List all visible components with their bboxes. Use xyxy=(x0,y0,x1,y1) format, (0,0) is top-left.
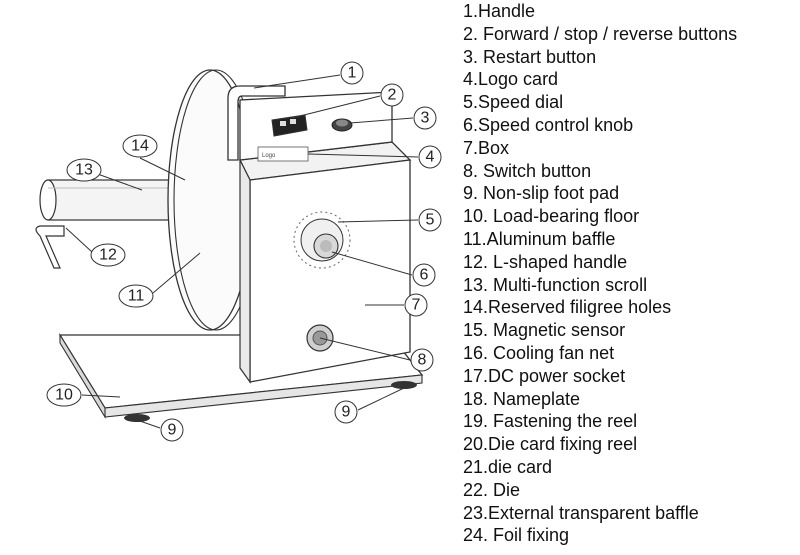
legend-item: 5.Speed dial xyxy=(463,92,564,113)
callout-label: 4 xyxy=(426,149,435,166)
legend-item: 3. Restart button xyxy=(463,46,597,67)
legend-item: 8. Switch button xyxy=(463,160,592,181)
speed-control-knob xyxy=(313,233,339,259)
callout-3: 3 xyxy=(413,106,437,130)
legend-item: 24. Foil fixing xyxy=(463,525,570,546)
legend-item: 13. Multi-function scroll xyxy=(463,274,648,295)
callout-label: 9 xyxy=(168,422,177,439)
legend-item: 17.DC power socket xyxy=(463,365,626,386)
parts-legend: 1.Handle 2. Forward / stop / reverse but… xyxy=(463,0,800,547)
legend-item: 21.die card xyxy=(463,456,553,477)
l-shaped-handle xyxy=(35,225,65,269)
callout-14: 14 xyxy=(122,134,158,158)
callout-label: 2 xyxy=(388,87,397,104)
callout-11: 11 xyxy=(118,284,154,308)
legend-item: 16. Cooling fan net xyxy=(463,342,615,363)
callout-label: 11 xyxy=(128,288,145,305)
legend-item: 23.External transparent baffle xyxy=(463,502,699,523)
callout-label: 7 xyxy=(412,297,421,314)
handle xyxy=(227,85,286,161)
legend-item: 18. Nameplate xyxy=(463,388,581,409)
callout-6: 6 xyxy=(412,263,436,287)
callout-label: 14 xyxy=(131,138,149,155)
callout-4: 4 xyxy=(418,145,442,169)
callout-1: 1 xyxy=(340,61,364,85)
logo-card-text: Logo xyxy=(262,153,276,159)
callout-10: 10 xyxy=(46,383,82,407)
callout-label: 6 xyxy=(420,267,429,284)
callout-8: 8 xyxy=(410,348,434,372)
restart-button xyxy=(331,118,353,132)
legend-item: 4.Logo card xyxy=(463,69,559,90)
legend-item: 15. Magnetic sensor xyxy=(463,320,626,341)
callout-7: 7 xyxy=(404,293,428,317)
legend-item: 7.Box xyxy=(463,137,510,158)
callout-label: 13 xyxy=(75,162,93,179)
forward-stop-reverse-buttons xyxy=(271,114,308,137)
callout-9-right: 9 xyxy=(334,400,358,424)
legend-item: 12. L-shaped handle xyxy=(463,251,628,272)
legend-item: 14.Reserved filigree holes xyxy=(463,297,672,318)
machine-diagram: Logo 1 2 3 4 5 6 7 8 9 9 10 xyxy=(35,61,442,442)
callout-2: 2 xyxy=(380,83,404,107)
callout-label: 12 xyxy=(99,247,117,264)
callout-13: 13 xyxy=(66,158,102,182)
legend-item: 11.Aluminum baffle xyxy=(463,228,616,249)
callout-label: 5 xyxy=(426,212,435,229)
callout-label: 3 xyxy=(421,110,430,127)
legend-item: 22. Die xyxy=(463,479,521,500)
callout-9-left: 9 xyxy=(160,418,184,442)
logo-card: Logo xyxy=(257,146,309,162)
legend-item: 9. Non-slip foot pad xyxy=(463,183,620,204)
callout-label: 10 xyxy=(55,387,73,404)
legend-item: 6.Speed control knob xyxy=(463,114,634,135)
callout-12: 12 xyxy=(90,243,126,267)
callout-label: 8 xyxy=(418,352,427,369)
callout-label: 1 xyxy=(348,65,357,82)
box xyxy=(239,91,412,384)
callout-label: 9 xyxy=(342,404,351,421)
callout-5: 5 xyxy=(418,208,442,232)
legend-item: 20.Die card fixing reel xyxy=(463,434,638,455)
legend-item: 19. Fastening the reel xyxy=(463,411,638,432)
legend-item: 1.Handle xyxy=(463,1,536,21)
legend-item: 10. Load-bearing floor xyxy=(463,206,640,227)
legend-item: 2. Forward / stop / reverse buttons xyxy=(463,23,738,44)
non-slip-foot-pads xyxy=(124,381,417,422)
leader-lines xyxy=(65,74,419,429)
